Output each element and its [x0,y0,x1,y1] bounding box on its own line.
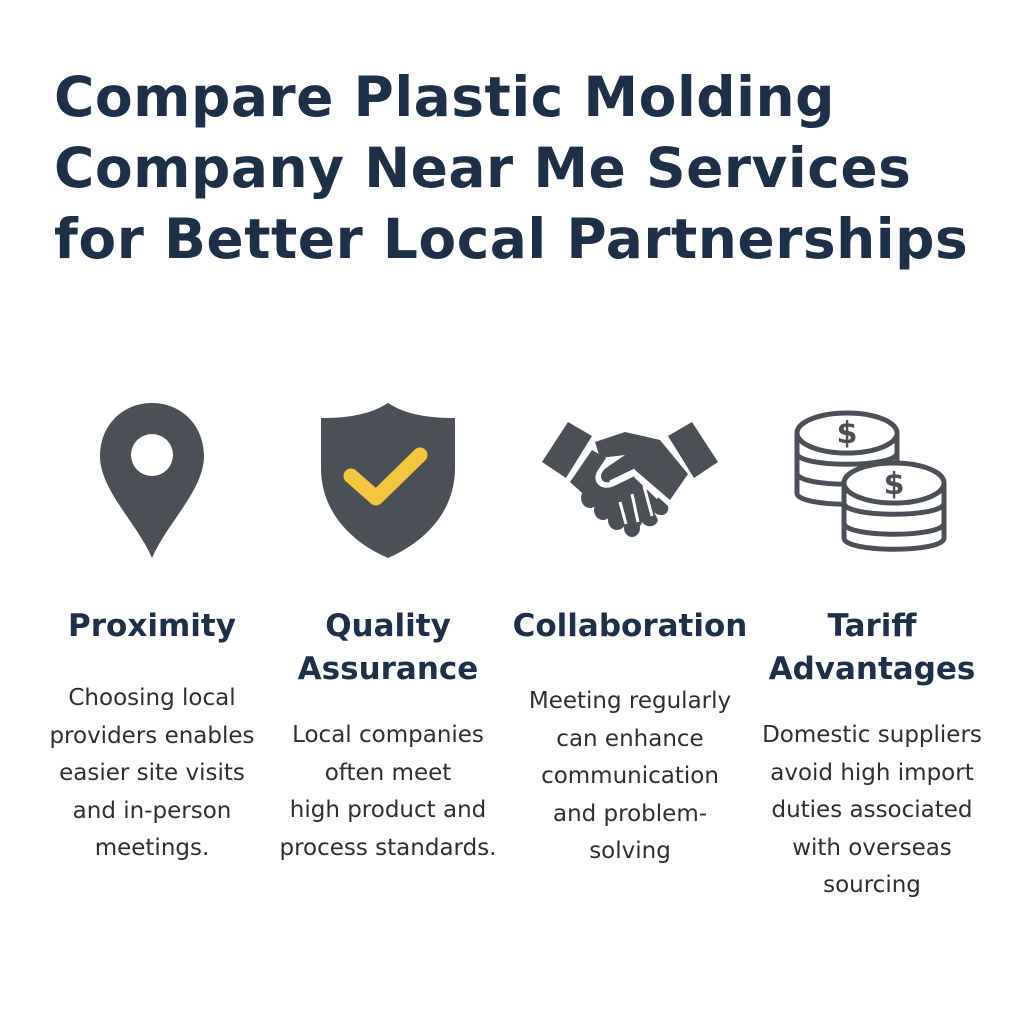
map-pin-icon [27,395,277,565]
description-line: often meet [324,759,452,786]
description-line: can enhance [556,725,704,752]
description-line: Local companies [292,722,484,748]
feature-description: Domestic suppliers avoid high import dut… [747,717,997,905]
feature-description: Choosing local providers enables easier … [27,680,277,868]
handshake-icon [505,395,755,565]
feature-heading: Tariff [827,608,917,644]
feature-heading: Collaboration [512,608,748,644]
description-line: process standards. [279,834,497,861]
feature-description: Local companies often meet high product … [263,717,513,867]
description-line: and in-person [72,797,232,824]
description-line: with overseas [792,834,952,861]
feature-collaboration: Collaboration Meeting regularly can enha… [505,395,755,871]
description-line: providers enables [49,722,255,749]
feature-heading: Proximity [68,608,236,644]
feature-description: Meeting regularly can enhance communicat… [505,683,755,871]
title-line: for Better Local Partnerships [54,207,969,271]
feature-heading: Advantages [768,651,976,687]
description-line: sourcing [823,872,921,898]
description-line: solving [589,838,671,864]
description-line: easier site visits [59,760,245,786]
description-line: duties associated [771,797,973,823]
coins-icon: $ $ [747,395,997,565]
feature-heading: Quality [325,608,451,644]
title-line: Company Near Me Services [54,136,912,200]
description-line: communication [541,763,719,789]
feature-heading: Assurance [297,651,479,687]
title-line: Compare Plastic Molding [54,65,836,129]
page-title: Compare Plastic Molding Company Near Me … [54,62,968,275]
description-line: and problem- [552,800,708,827]
description-line: Meeting regularly [528,688,732,714]
description-line: Domestic suppliers [762,722,982,748]
description-line: avoid high import [770,759,974,786]
description-line: meetings. [94,835,210,861]
description-line: Choosing local [68,685,236,711]
shield-check-icon [263,395,513,565]
feature-tariff-advantages: $ $ Tariff Advantages Domestic suppliers… [747,395,997,905]
svg-text:$: $ [837,416,858,451]
feature-proximity: Proximity Choosing local providers enabl… [27,395,277,868]
description-line: high product and [289,797,487,823]
feature-quality-assurance: Quality Assurance Local companies often … [263,395,513,867]
svg-text:$: $ [884,467,905,502]
